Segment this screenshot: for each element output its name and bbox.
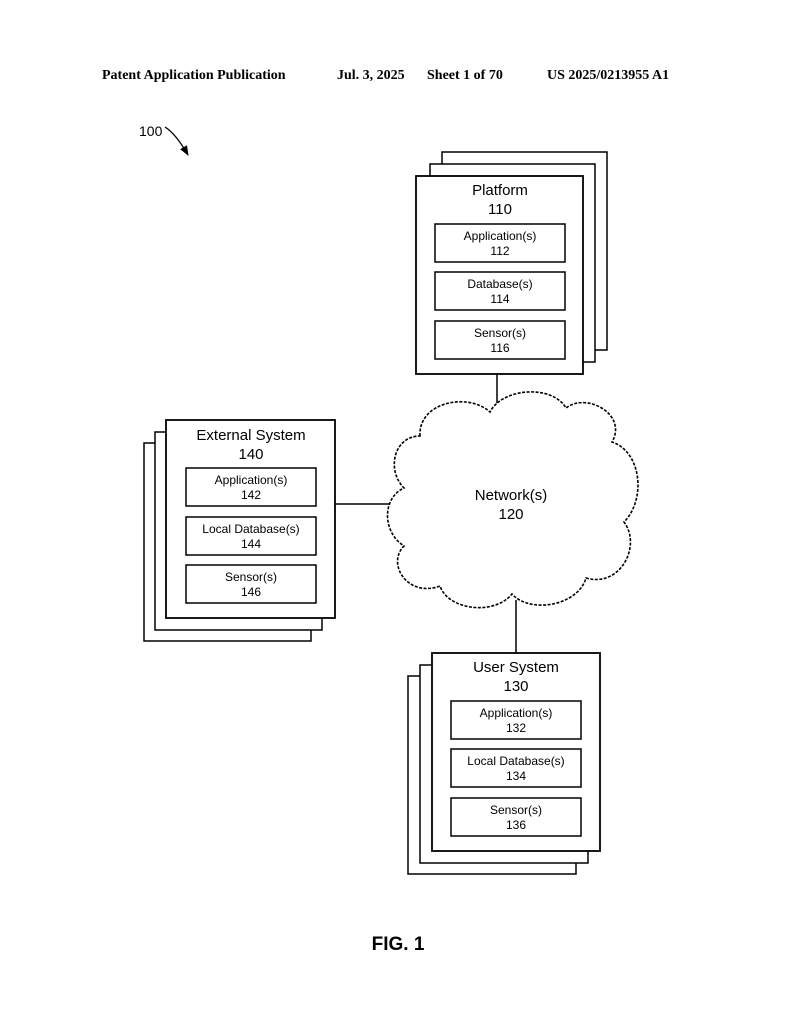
- user-system-number: 130: [503, 678, 528, 695]
- platform-sensors-box: [434, 320, 566, 360]
- platform-sensors-label: Sensor(s): [474, 326, 526, 340]
- external-sensors-number: 146: [241, 585, 261, 599]
- user-sensors-box: [450, 797, 582, 837]
- publication-date: Jul. 3, 2025: [337, 68, 405, 83]
- user-system-stack: User System 130 Application(s) 132 Local…: [407, 652, 601, 875]
- external-system-stack: External System 140 Application(s) 142 L…: [143, 419, 336, 642]
- reference-arrow: [164, 126, 189, 156]
- external-applications-label: Application(s): [215, 473, 288, 487]
- platform-databases-box: [434, 271, 566, 311]
- network-cloud: Network(s) 120: [386, 391, 639, 609]
- user-system-title: User System: [473, 659, 559, 676]
- platform-number: 110: [488, 201, 512, 218]
- publication-number: US 2025/0213955 A1: [547, 68, 670, 83]
- external-local-databases-label: Local Database(s): [202, 522, 299, 536]
- external-system-number: 140: [238, 446, 263, 463]
- user-applications-number: 132: [506, 721, 526, 735]
- external-applications-box: [185, 467, 317, 507]
- external-applications-number: 142: [241, 488, 261, 502]
- platform-databases-label: Database(s): [467, 277, 532, 291]
- user-local-databases-box: [450, 748, 582, 788]
- page-header: Patent Application Publication Jul. 3, 2…: [0, 68, 794, 88]
- platform-title: Platform: [472, 182, 528, 199]
- external-sensors-label: Sensor(s): [225, 570, 277, 584]
- external-local-databases-number: 144: [241, 537, 261, 551]
- platform-applications-number: 112: [490, 244, 509, 258]
- external-system-title: External System: [196, 427, 305, 444]
- external-sensors-box: [185, 564, 317, 604]
- network-title: Network(s): [475, 487, 548, 504]
- sheet-number: Sheet 1 of 70: [427, 68, 503, 83]
- user-local-databases-number: 134: [506, 769, 526, 783]
- user-applications-label: Application(s): [480, 706, 553, 720]
- figure-caption: FIG. 1: [372, 934, 425, 955]
- user-local-databases-label: Local Database(s): [467, 754, 564, 768]
- network-number: 120: [498, 506, 523, 523]
- user-sensors-label: Sensor(s): [490, 803, 542, 817]
- platform-sensors-number: 116: [490, 341, 509, 355]
- user-sensors-number: 136: [506, 818, 526, 832]
- platform-databases-number: 114: [490, 292, 509, 306]
- publication-type: Patent Application Publication: [102, 68, 286, 83]
- platform-applications-label: Application(s): [464, 229, 537, 243]
- external-local-databases-box: [185, 516, 317, 556]
- platform-stack: Platform 110 Application(s) 112 Database…: [415, 151, 608, 375]
- user-applications-box: [450, 700, 582, 740]
- figure-reference-label: 100: [139, 123, 163, 139]
- platform-applications-box: [434, 223, 566, 263]
